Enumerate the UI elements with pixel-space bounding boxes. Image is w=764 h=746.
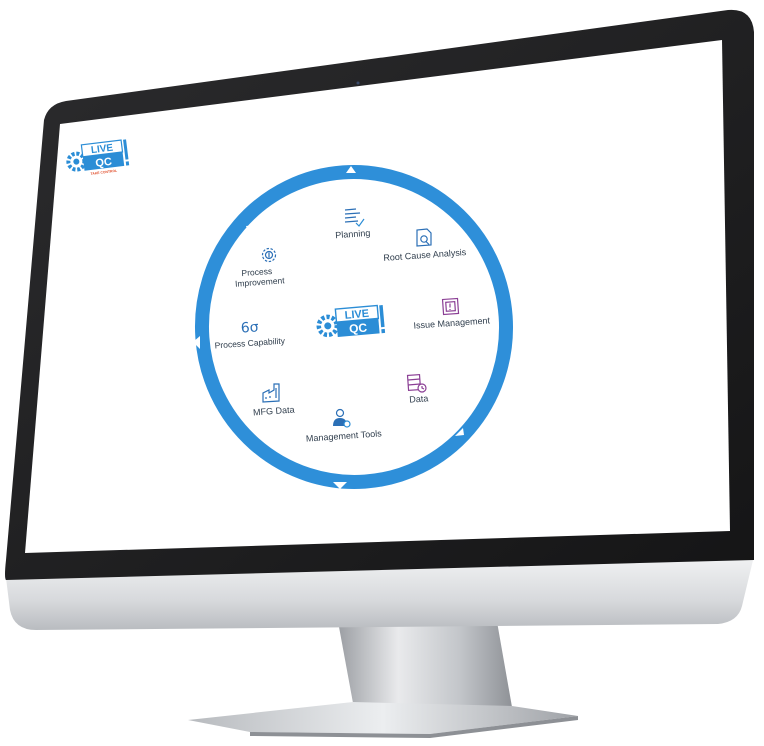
center-logo[interactable]: LIVE QC	[316, 304, 386, 339]
planning-label: Planning	[335, 228, 371, 240]
center-logo-word-bottom: QC	[349, 320, 368, 336]
stand-base	[188, 702, 578, 734]
user-gear-icon	[333, 408, 351, 428]
stand-neck	[337, 616, 512, 707]
logo-tagline: TAKE CONTROL	[90, 169, 117, 176]
triangle-up-left-icon[interactable]	[246, 225, 255, 234]
wheel-item-process-improvement[interactable]: Process Improvement	[235, 247, 286, 289]
logo-word-bottom: QC	[95, 156, 113, 170]
triangle-up-icon[interactable]	[346, 166, 356, 173]
wheel-ring	[194, 165, 514, 489]
mfg-data-label: MFG Data	[253, 405, 295, 418]
process-improvement-label-line2: Improvement	[235, 275, 286, 288]
screen	[25, 40, 730, 553]
logo-word-top: LIVE	[90, 143, 114, 157]
feature-wheel	[194, 165, 514, 489]
alert-frame-icon	[441, 297, 460, 316]
camera-dot	[356, 81, 360, 85]
data-label: Data	[409, 393, 429, 404]
database-clock-icon	[406, 373, 427, 393]
document-search-icon	[416, 228, 432, 247]
triangle-down-icon[interactable]	[333, 482, 347, 489]
process-improvement-label-line1: Process	[241, 266, 272, 278]
gear-arrows-icon	[261, 247, 277, 263]
brand-logo[interactable]: LIVE QC TAKE CONTROL	[66, 139, 130, 178]
checklist-icon	[344, 208, 365, 227]
process-capability-label: Process Capability	[214, 336, 286, 351]
stand-base-edge	[250, 716, 578, 738]
wheel-item-mfg-data[interactable]: MFG Data	[253, 383, 295, 418]
wheel-item-data[interactable]: Data	[406, 373, 429, 405]
triangle-up-right-icon[interactable]	[461, 201, 470, 210]
monitor-stand	[188, 616, 578, 738]
six-sigma-icon: 6σ	[240, 319, 259, 336]
triangle-left-icon[interactable]	[193, 336, 200, 349]
wheel-item-process-capability[interactable]: 6σ Process Capability	[214, 319, 286, 350]
center-logo-word-top: LIVE	[344, 308, 369, 322]
wheel-item-planning[interactable]: Planning	[335, 208, 371, 240]
wheel-arrows	[193, 166, 520, 489]
triangle-right-icon[interactable]	[513, 305, 520, 318]
triangle-down-right-icon[interactable]	[455, 428, 464, 436]
factory-icon	[262, 383, 280, 403]
triangle-down-left-icon[interactable]	[231, 436, 240, 444]
